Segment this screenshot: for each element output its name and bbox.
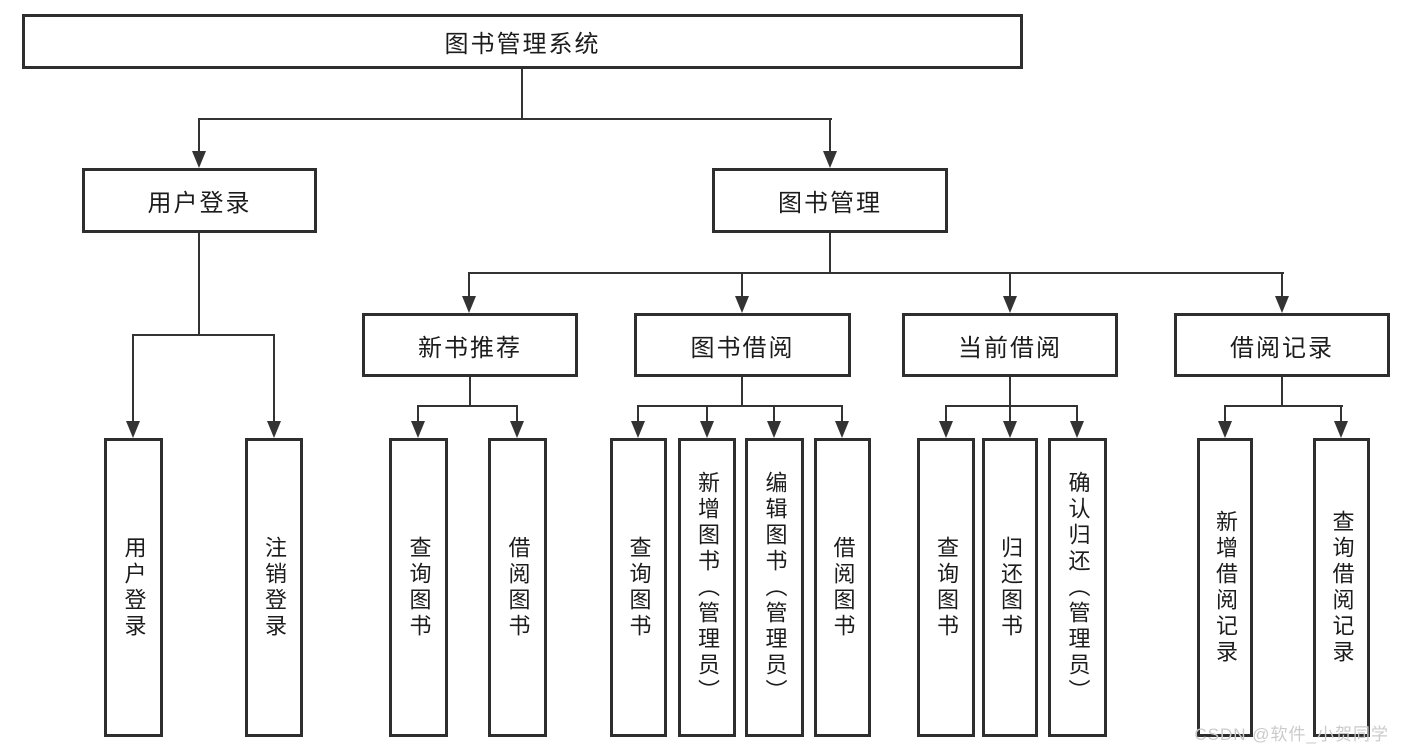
arrow-down-icon [735,296,749,313]
connector-line [132,334,134,423]
leaf-borrowing-edit-books-admin: 编辑图书（管理员） [745,438,804,737]
connector-line [198,233,200,336]
connector-line [132,334,275,336]
node-current-borrowing: 当前借阅 [902,313,1118,377]
node-book-management: 图书管理 [712,168,948,233]
leaf-current-confirm-return-admin: 确认归还（管理员） [1048,438,1107,737]
connector-line [841,405,843,423]
connector-line [273,334,275,423]
arrow-down-icon [631,421,645,438]
arrow-down-icon [126,421,140,438]
leaf-records-add-record: 新增借阅记录 [1197,438,1253,737]
arrow-down-icon [411,421,425,438]
leaf-newbooks-borrow-books: 借阅图书 [488,438,547,737]
leaf-borrowing-add-books-admin: 新增图书（管理员） [678,438,736,737]
connector-line [1224,405,1226,423]
connector-line [773,405,775,423]
connector-line [1340,405,1342,423]
leaf-user-login: 用户登录 [104,438,163,737]
leaf-logout: 注销登录 [245,438,303,737]
arrow-down-icon [192,151,206,168]
watermark: CSDN @软件_小贺同学 [1194,725,1389,744]
arrow-down-icon [1003,296,1017,313]
arrow-down-icon [267,421,281,438]
node-user-login: 用户登录 [82,168,317,233]
connector-line [468,272,1284,274]
arrow-down-icon [1218,421,1232,438]
arrow-down-icon [462,296,476,313]
arrow-down-icon [510,421,524,438]
leaf-newbooks-query-books: 查询图书 [389,438,448,737]
connector-line [706,405,708,423]
connector-line [637,405,843,407]
node-new-book-recommendation: 新书推荐 [362,313,578,377]
connector-line [198,118,200,153]
leaf-borrowing-borrow-books: 借阅图书 [814,438,871,737]
connector-line [468,272,470,298]
node-library-management-system: 图书管理系统 [22,14,1023,69]
connector-line [741,272,743,298]
arrow-down-icon [939,421,953,438]
arrow-down-icon [1003,421,1017,438]
connector-line [1009,405,1011,423]
arrow-down-icon [767,421,781,438]
leaf-current-return-books: 归还图书 [982,438,1038,737]
leaf-current-query-books: 查询图书 [917,438,975,737]
connector-line [1224,405,1343,407]
connector-line [469,377,471,407]
leaf-records-query-record: 查询借阅记录 [1313,438,1370,737]
connector-line [198,118,832,120]
arrow-down-icon [700,421,714,438]
connector-line [829,233,831,274]
connector-line [637,405,639,423]
connector-line [829,118,831,153]
node-borrowing-records: 借阅记录 [1174,313,1390,377]
connector-line [1009,377,1011,407]
arrow-down-icon [1275,296,1289,313]
arrow-down-icon [835,421,849,438]
leaf-borrowing-query-books: 查询图书 [610,438,667,737]
connector-line [417,405,419,423]
node-book-borrowing: 图书借阅 [634,313,851,377]
connector-line [516,405,518,423]
arrow-down-icon [1334,421,1348,438]
connector-line [1009,272,1011,298]
connector-line [521,69,523,119]
arrow-down-icon [1070,421,1084,438]
connector-line [945,405,1078,407]
connector-line [1076,405,1078,423]
connector-line [741,377,743,407]
arrow-down-icon [823,151,837,168]
connector-line [945,405,947,423]
connector-line [417,405,518,407]
connector-line [1281,272,1283,298]
connector-line [1281,377,1283,407]
